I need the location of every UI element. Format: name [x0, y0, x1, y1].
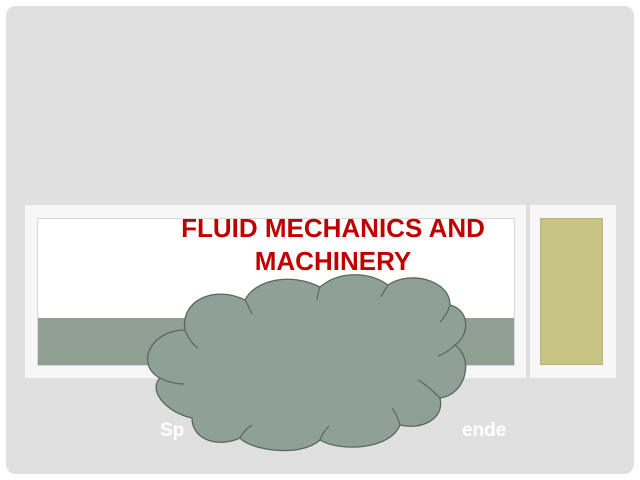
slide-title: FLUID MECHANICS AND MACHINERY [160, 212, 506, 278]
title-line-2: MACHINERY [254, 246, 412, 276]
title-line-1: FLUID MECHANICS AND [181, 213, 485, 243]
subtitle-fragment-left: Sp [160, 420, 185, 441]
subtitle-fragment-right: ende [462, 420, 507, 441]
olive-block [540, 218, 603, 365]
cloud-icon [146, 274, 467, 452]
